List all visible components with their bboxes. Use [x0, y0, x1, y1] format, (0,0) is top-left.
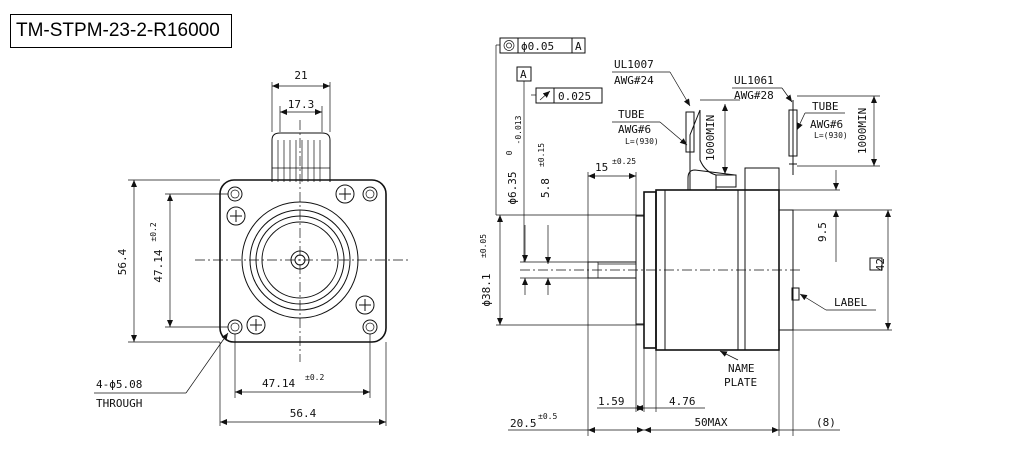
- nameplate-line2: PLATE: [724, 376, 757, 389]
- connector: [271, 132, 331, 182]
- dim-body-width: 56.4: [290, 407, 317, 420]
- screw-icon: [226, 184, 375, 335]
- datum-a: A: [520, 68, 527, 81]
- tube1-label: TUBE: [618, 108, 645, 121]
- tube1-len: L=(930): [625, 137, 659, 146]
- dim-shaft-tol-upper: 0: [505, 150, 514, 155]
- dim-connector-inner: 17.3: [288, 98, 315, 111]
- side-view: ϕ0.05 A A 0.025 ϕ38.1 ±0.05 ϕ6.35 0 -0.0…: [479, 37, 892, 436]
- dim-1-59: 1.59: [598, 395, 625, 408]
- dim-connector-width: 21: [294, 69, 307, 82]
- concentricity-datum: A: [575, 40, 582, 53]
- square-symbol-icon: [869, 257, 883, 271]
- dim-4-76: 4.76: [669, 395, 696, 408]
- dim-hole-spacing-v: 47.14: [152, 249, 165, 282]
- dim-20-5: 20.5: [510, 417, 537, 430]
- concentricity-frame: [499, 37, 586, 54]
- dim-body-height: 56.4: [116, 248, 129, 275]
- dim-pilot-dia-tol: ±0.05: [479, 234, 488, 258]
- runout-frame: [535, 87, 603, 104]
- mounting-hole-bl: [227, 319, 243, 335]
- dim-shaft-length-tol: ±0.25: [612, 157, 636, 166]
- lead-wire-1: [685, 109, 737, 190]
- wire2-type: UL1061: [734, 74, 774, 87]
- dim-8: (8): [816, 416, 836, 429]
- dim-hole-spacing-h: 47.14: [262, 377, 295, 390]
- rear-connector: [744, 167, 780, 191]
- part-number-title: TM-STPM-23-2-R16000: [10, 14, 232, 48]
- wire2-awg: AWG#28: [734, 89, 774, 102]
- nameplate-line1: NAME: [728, 362, 755, 375]
- tube2-label: TUBE: [812, 100, 839, 113]
- dim-shaft-length: 15: [595, 161, 608, 174]
- dim-shaft-dia: ϕ6.35: [506, 171, 519, 204]
- label-callout: LABEL: [834, 296, 867, 309]
- runout-value: 0.025: [558, 90, 591, 103]
- hole-spec: 4-ϕ5.08: [96, 378, 142, 391]
- motor-face-outline: [219, 179, 387, 343]
- wire1-awg: AWG#24: [614, 74, 654, 87]
- tube1-awg: AWG#6: [618, 123, 651, 136]
- concentricity-value: ϕ0.05: [521, 40, 554, 53]
- dim-square: 42: [874, 258, 887, 271]
- mounting-hole-tr: [362, 186, 378, 202]
- mounting-hole-tl: [227, 186, 243, 202]
- dim-pilot-dia: ϕ38.1: [480, 273, 493, 306]
- dim-50max: 50MAX: [694, 416, 727, 429]
- wire1-type: UL1007: [614, 58, 654, 71]
- lead-wire-2: [788, 100, 798, 175]
- dim-flat-tol: ±0.15: [537, 143, 546, 167]
- dim-20-5-tol: ±0.5: [538, 412, 557, 421]
- dim-hole-spacing-h-tol: ±0.2: [305, 373, 324, 382]
- mounting-hole-br: [362, 319, 378, 335]
- tube2-awg: AWG#6: [810, 118, 843, 131]
- dim-9-5: 9.5: [816, 222, 829, 242]
- lead1-length: 1000MIN: [704, 115, 717, 161]
- lead2-length: 1000MIN: [856, 108, 869, 154]
- dim-shaft-tol-lower: -0.013: [514, 115, 523, 144]
- tube2-len: L=(930): [814, 131, 848, 140]
- label-plate: [791, 287, 800, 301]
- front-view: 21 17.3 56.4 47.14 ±0.2 47.14 ±0.2 56.4 …: [94, 69, 410, 426]
- dim-hole-spacing-v-tol: ±0.2: [149, 222, 158, 241]
- hole-through: THROUGH: [96, 397, 142, 410]
- dim-flat: 5.8: [539, 178, 552, 198]
